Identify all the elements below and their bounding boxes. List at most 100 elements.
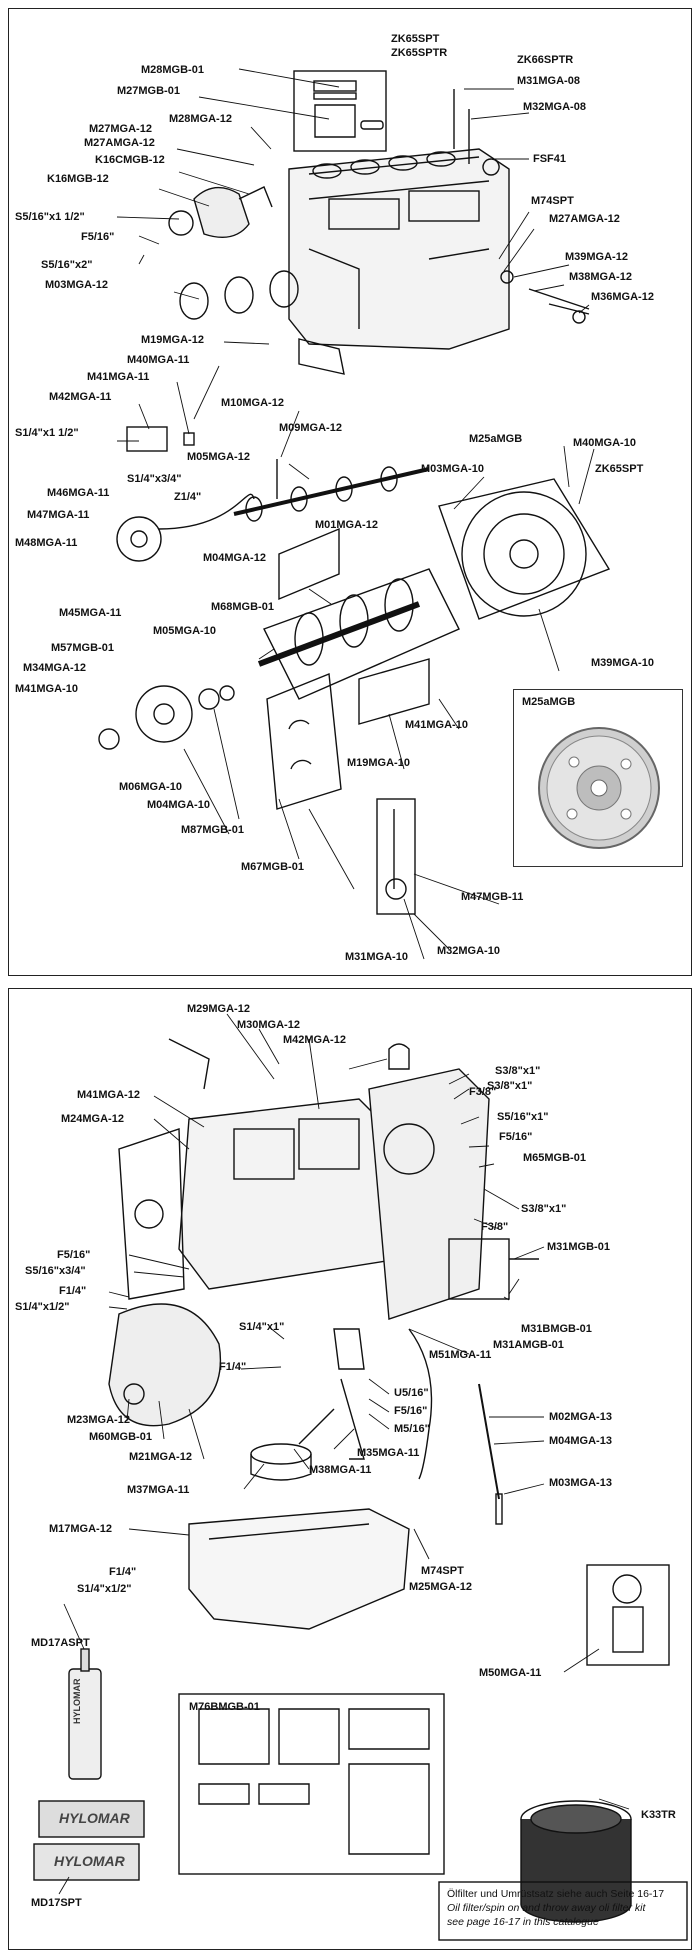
part-label: ZK66SPTR [517,54,574,66]
part-label: M27MGA-12 [89,123,152,135]
part-label: M38MGA-12 [569,271,632,283]
part-label: M32MGA-10 [437,945,500,957]
part-label: M48MGA-11 [15,537,78,549]
part-label: M74SPT [421,1565,464,1577]
part-label: ZK65SPT [391,33,440,45]
part-label: M03MGA-10 [421,463,484,475]
part-label: M46MGA-11 [47,487,110,499]
flywheel-photo [538,727,660,849]
part-label: S1/4"x1/2" [77,1583,132,1595]
part-label: S5/16"x3/4" [25,1265,86,1277]
part-label: F5/16" [57,1249,91,1261]
engine-side-illustration [33,1013,688,1941]
part-label: M68MGB-01 [211,601,274,613]
part-label: M27AMGA-12 [549,213,620,225]
part-label: S5/16"x1 1/2" [15,211,85,223]
part-label: M29MGA-12 [187,1003,250,1015]
part-label: FSF41 [533,153,567,165]
part-label: M41MGA-10 [405,719,468,731]
part-label: S1/4"x3/4" [127,473,182,485]
gasket-box-title: M76BMGB-01 [189,1701,260,1713]
part-label: S3/8"x1" [495,1065,541,1077]
part-label: M31AMGB-01 [493,1339,564,1351]
part-label: M39MGA-10 [591,657,654,669]
part-label: S5/16"x2" [41,259,93,271]
part-label: M40MGA-11 [127,354,190,366]
part-label: U5/16" [394,1387,429,1399]
oil-filter-note: Ölfilter und Umrüstsatz siehe auch Seite… [447,1887,664,1929]
part-label: M03MGA-13 [549,1477,612,1489]
part-label: M19MGA-12 [141,334,204,346]
part-label: S1/4"x1 1/2" [15,427,79,439]
part-label: M28MGB-01 [141,64,204,76]
part-label: M36MGA-12 [591,291,654,303]
part-label: M25aMGB [469,433,523,445]
part-label: M31MGA-08 [517,75,580,87]
part-label: M65MGB-01 [523,1152,586,1164]
part-label: M06MGA-10 [119,781,182,793]
part-label: M21MGA-12 [129,1451,192,1463]
part-label: M41MGA-10 [15,683,78,695]
part-label: ZK65SPTR [391,47,448,59]
part-label: M47MGB-11 [461,891,524,903]
part-label: M23MGA-12 [67,1414,130,1426]
part-label: F1/4" [109,1566,137,1578]
part-label: M03MGA-12 [45,279,108,291]
part-label: M74SPT [531,195,574,207]
part-label: M40MGA-10 [573,437,636,449]
product-pack-brand: HYLOMAR [59,1810,130,1826]
product-pack-brand: HYLOMAR [54,1853,125,1869]
part-label: M01MGA-12 [315,519,378,531]
part-label: M30MGA-12 [237,1019,300,1031]
inset-title: M25aMGB [522,696,576,708]
part-label: Z1/4" [174,491,202,503]
part-label: M05MGA-10 [153,625,216,637]
part-label: ZK65SPT [595,463,644,475]
part-label: F5/16" [394,1405,428,1417]
part-label: F1/4" [59,1285,87,1297]
bottom-exploded-diagram-panel: M29MGA-12 M30MGA-12 M42MGA-12 M41MGA-12 … [8,988,692,1950]
part-label: K16CMGB-12 [95,154,165,166]
part-label: M09MGA-12 [279,422,342,434]
part-label: M47MGA-11 [27,509,90,521]
part-label: M34MGA-12 [23,662,86,674]
part-label: M51MGA-11 [429,1349,492,1361]
part-label: F3/8" [481,1221,509,1233]
part-label: M31MGA-10 [345,951,408,963]
part-label: S3/8"x1" [487,1080,533,1092]
part-label: M04MGA-13 [549,1435,612,1447]
part-label: M60MGB-01 [89,1431,152,1443]
part-label: M17MGA-12 [49,1523,112,1535]
part-label: M41MGA-12 [77,1089,140,1101]
part-label: M05MGA-12 [187,451,250,463]
part-label: M04MGA-12 [203,552,266,564]
part-label: M37MGA-11 [127,1484,190,1496]
part-label: M32MGA-08 [523,101,586,113]
part-label: M27MGB-01 [117,85,180,97]
part-label: S1/4"x1/2" [15,1301,70,1313]
engine-block-illustration [98,68,611,960]
part-label: M42MGA-12 [283,1034,346,1046]
part-label: M41MGA-11 [87,371,150,383]
part-label: S3/8"x1" [521,1203,567,1215]
part-label: M31MGB-01 [547,1241,610,1253]
note-line-en: Oil filter/spin on and throw away oli fi… [447,1902,646,1914]
part-label: M02MGA-13 [549,1411,612,1423]
part-label: M87MGB-01 [181,824,244,836]
part-label: M5/16" [394,1423,430,1435]
part-label: M27AMGA-12 [84,137,155,149]
part-label: K16MGB-12 [47,173,109,185]
note-line-en-2: see page 16-17 in this catalogue [447,1916,599,1928]
part-label: M42MGA-11 [49,391,112,403]
part-label: M28MGA-12 [169,113,232,125]
part-label: F5/16" [81,231,115,243]
part-label: M45MGA-11 [59,607,122,619]
part-label: M31BMGB-01 [521,1323,592,1335]
part-label: K33TR [641,1809,676,1821]
part-label: M10MGA-12 [221,397,284,409]
part-label: F5/16" [499,1131,533,1143]
flywheel-inset-box: M25aMGB [513,689,683,867]
part-label: M24MGA-12 [61,1113,124,1125]
part-label: MD17SPT [31,1897,82,1909]
part-label: F3/8" [469,1086,497,1098]
